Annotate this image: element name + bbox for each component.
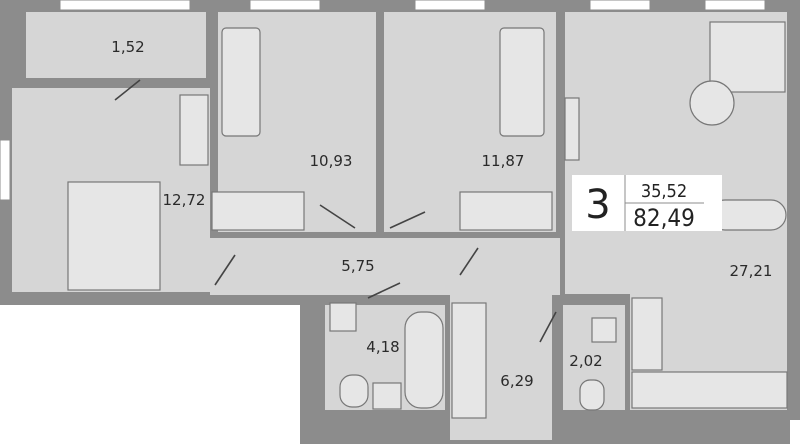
area-toilet: 2,02 [569,352,602,370]
door [367,282,401,299]
bed-icon [499,27,545,137]
room-storage [26,12,206,78]
sofa-icon [709,21,786,93]
door [319,204,356,229]
tv-icon [564,97,580,161]
area-bedroom-right: 11,87 [482,152,525,170]
sink-icon [372,382,402,410]
bathtub-icon [404,311,444,409]
sink-icon [591,317,617,343]
area-bathroom: 4,18 [366,338,399,356]
wardrobe-icon [211,191,305,231]
door [114,79,141,101]
bed-icon [221,27,261,137]
area-bedroom-left: 12,72 [163,191,206,209]
window [704,0,766,11]
washer-icon [329,302,357,332]
door [389,211,426,229]
door [539,311,557,343]
room-count: 3 [585,182,610,228]
table-icon [689,80,735,126]
window [414,0,486,11]
window [589,0,651,11]
window [59,0,191,11]
kitchen-counter-icon [631,371,788,409]
room-hallway [210,238,560,295]
area-bedroom-middle: 10,93 [310,152,353,170]
door [214,254,236,286]
wardrobe-icon [451,302,487,419]
total-area: 82,49 [633,204,695,232]
area-corridor: 6,29 [500,372,533,390]
wardrobe-icon [179,94,209,166]
bed-icon [67,181,161,291]
fridge-icon [631,297,663,371]
wardrobe-icon [459,191,553,231]
area-living-kitchen: 27,21 [730,262,773,280]
area-storage: 1,52 [111,38,144,56]
window [0,139,11,201]
door [459,247,479,276]
toilet-icon [579,379,605,411]
living-area: 35,52 [641,181,687,202]
toilet-icon [339,374,369,408]
window [249,0,321,11]
area-hallway: 5,75 [341,257,374,275]
